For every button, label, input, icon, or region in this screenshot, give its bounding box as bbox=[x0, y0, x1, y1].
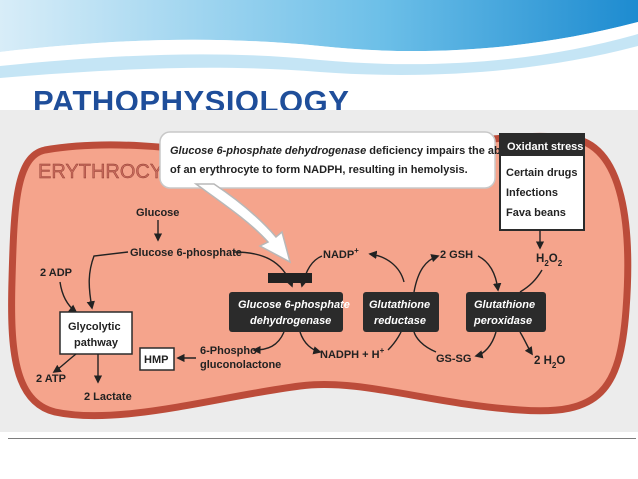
glycolytic-pathway-line-1: Glycolytic bbox=[68, 321, 121, 333]
arrow-glycolysis-to-atp bbox=[52, 353, 77, 373]
callout-pointer-arrow bbox=[193, 183, 292, 264]
erythrocyte-label: ERYTHROCYTE bbox=[38, 161, 189, 183]
callout-box bbox=[159, 131, 496, 189]
h2o-sub: 2 bbox=[552, 361, 557, 370]
callout-line-1-rest: deficiency impairs the ability bbox=[366, 145, 520, 157]
h2o-2h: 2 H bbox=[534, 355, 552, 367]
h2o2-h: H bbox=[536, 253, 544, 265]
h2o-o: O bbox=[556, 355, 565, 367]
arrow-gssg-to-reductase bbox=[413, 331, 437, 353]
arrow-g6pd-to-lactone bbox=[252, 331, 285, 355]
nadph-text: NADPH + H bbox=[320, 349, 380, 361]
phosphogluconolactone-line-2: gluconolactone bbox=[200, 359, 281, 371]
glutathione-peroxidase-line-1: Glutathione bbox=[474, 299, 535, 311]
oxidant-stress-header bbox=[500, 134, 584, 156]
pathophysiology-figure: ERYTHROCYTE Glucose 6-phosphate dehydrog… bbox=[0, 110, 638, 432]
footer-divider bbox=[8, 438, 636, 439]
gsh-label: 2 GSH bbox=[440, 249, 473, 261]
oxidant-stress-title: Oxidant stress bbox=[507, 141, 583, 153]
glycolytic-pathway-line-2: pathway bbox=[74, 337, 119, 349]
lactate-label: 2 Lactate bbox=[84, 391, 132, 403]
g6pd-enzyme-box bbox=[229, 292, 343, 332]
arrow-adp-curve bbox=[59, 281, 78, 314]
h2o-label: 2 H2O bbox=[534, 355, 565, 370]
arrow-gsh-to-peroxidase bbox=[477, 255, 502, 292]
nadp-text: NADP bbox=[323, 249, 354, 261]
g6pd-diagram: ERYTHROCYTE Glucose 6-phosphate dehydrog… bbox=[8, 131, 632, 420]
arrow-nadp-to-g6pd bbox=[299, 255, 323, 288]
arrow-g6p-to-glycolysis bbox=[86, 251, 129, 310]
callout-enzyme-name: Glucose 6-phosphate dehydrogenase bbox=[170, 145, 366, 157]
hmp-label: HMP bbox=[144, 354, 168, 366]
glycolytic-pathway-box bbox=[59, 311, 133, 355]
g6pd-line-2: dehydrogenase bbox=[250, 315, 331, 327]
arrow-peroxidase-to-h2o bbox=[519, 331, 533, 356]
phosphogluconolactone-line-1: 6-Phospho- bbox=[200, 345, 261, 357]
nadp-superscript: + bbox=[354, 246, 359, 255]
oxidant-item-fava-beans: Fava beans bbox=[506, 207, 566, 219]
h2o2-o: O bbox=[549, 253, 558, 265]
arrow-reductase-to-nadp bbox=[368, 250, 405, 283]
glutathione-peroxidase-box bbox=[466, 292, 546, 332]
arrow-reductase-to-gsh bbox=[413, 254, 440, 293]
nadph-superscript: + bbox=[380, 346, 385, 355]
glutathione-reductase-line-1: Glutathione bbox=[369, 299, 430, 311]
oxidant-item-infections: Infections bbox=[506, 187, 558, 199]
nadp-label: NADP+ bbox=[323, 246, 359, 261]
hmp-box bbox=[139, 347, 175, 371]
arrow-g6pd-to-nadph bbox=[299, 331, 322, 355]
glutathione-peroxidase-line-2: peroxidase bbox=[473, 315, 532, 327]
h2o2-label: H2O2 bbox=[536, 253, 563, 268]
arrow-h2o2-to-peroxidase bbox=[519, 269, 543, 293]
g6pd-deficiency-block bbox=[268, 273, 312, 283]
h2o2-sub-2: 2 bbox=[558, 259, 563, 268]
oxidant-item-drugs: Certain drugs bbox=[506, 167, 578, 179]
glutathione-reductase-line-2: reductase bbox=[374, 315, 426, 327]
callout-line-2: of an erythrocyte to form NADPH, resulti… bbox=[170, 164, 468, 176]
nadph-label: NADPH + H+ bbox=[320, 346, 385, 361]
glutathione-reductase-box bbox=[363, 292, 439, 332]
gssg-label: GS-SG bbox=[436, 353, 471, 365]
h2o2-sub-1: 2 bbox=[544, 259, 549, 268]
glucose-6-phosphate-label: Glucose 6-phosphate bbox=[130, 247, 242, 259]
arrow-peroxidase-to-gssg bbox=[474, 331, 497, 359]
adp-label: 2 ADP bbox=[40, 267, 72, 279]
g6pd-line-1: Glucose 6-phosphate bbox=[238, 299, 350, 311]
glucose-label: Glucose bbox=[136, 207, 179, 219]
wave-banner bbox=[0, 0, 638, 78]
callout-line-1: Glucose 6-phosphate dehydrogenase defici… bbox=[170, 145, 521, 157]
atp-label: 2 ATP bbox=[36, 373, 66, 385]
